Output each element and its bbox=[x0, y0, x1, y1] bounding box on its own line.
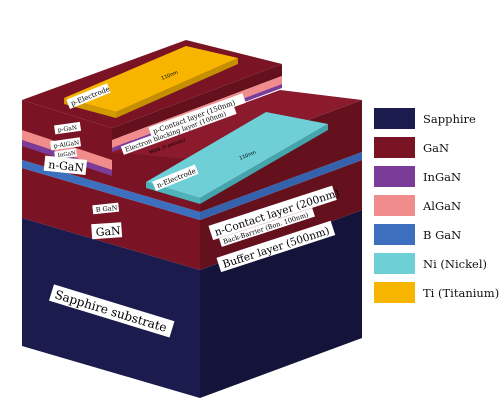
legend-label: GaN bbox=[423, 140, 450, 155]
legend-label: B GaN bbox=[423, 227, 462, 242]
p-electrode-right-face bbox=[116, 58, 238, 118]
legend-item: B GaN bbox=[374, 224, 498, 245]
n-electrode-right-face bbox=[200, 124, 328, 204]
legend-swatch bbox=[374, 137, 415, 158]
legend-label: Ni (Nickel) bbox=[423, 256, 488, 271]
legend-swatch bbox=[374, 195, 415, 216]
legend-label: Ti (Titanium) bbox=[423, 285, 500, 300]
legend: Sapphire GaN InGaN AlGaN B GaN Ni (Nicke… bbox=[374, 108, 500, 311]
label-gan: GaN bbox=[91, 222, 123, 240]
p-gan-label: p-GaN bbox=[57, 124, 77, 134]
legend-label: AlGaN bbox=[423, 198, 462, 213]
label-p-gan: p-GaN bbox=[54, 121, 82, 135]
gan-label: GaN bbox=[95, 224, 121, 239]
legend-swatch bbox=[374, 224, 415, 245]
legend-item: Ti (Titanium) bbox=[374, 282, 500, 303]
ingan-label: InGaN bbox=[57, 150, 76, 159]
legend-item: Ni (Nickel) bbox=[374, 253, 498, 274]
p-algan-label: p-AlGaN bbox=[53, 139, 79, 150]
mesa-right-face bbox=[112, 64, 282, 140]
b-gan-label: B GaN bbox=[95, 204, 118, 214]
label-n-gan: n-GaN bbox=[43, 155, 88, 175]
legend-item: InGaN bbox=[374, 166, 498, 187]
n-gan-label: n-GaN bbox=[48, 158, 85, 175]
legend-swatch bbox=[374, 108, 415, 129]
layer-stack-diagram: Sapphire substrate GaN Buffer layer (500… bbox=[22, 40, 362, 398]
label-b-gan: B GaN bbox=[92, 202, 120, 215]
ngan-top-step bbox=[110, 90, 362, 160]
bgan-right-face bbox=[200, 152, 362, 220]
legend-label: InGaN bbox=[423, 169, 462, 184]
legend-swatch bbox=[374, 166, 415, 187]
gan-buffer-left-face bbox=[22, 168, 200, 270]
legend-item: Sapphire bbox=[374, 108, 498, 129]
p-electrode-top bbox=[64, 46, 238, 112]
legend-item: AlGaN bbox=[374, 195, 498, 216]
legend-item: GaN bbox=[374, 137, 498, 158]
label-p-algan: p-AlGaN bbox=[50, 137, 82, 151]
label-ingan: InGaN bbox=[54, 148, 78, 160]
legend-swatch bbox=[374, 253, 415, 274]
legend-label: Sapphire bbox=[423, 111, 476, 126]
bgan-left-face bbox=[22, 160, 200, 220]
legend-swatch bbox=[374, 282, 415, 303]
